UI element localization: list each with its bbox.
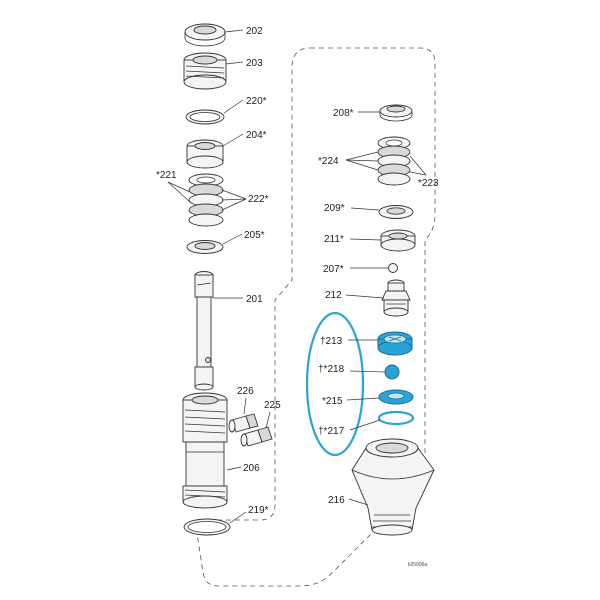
label-222: 222* (248, 194, 269, 205)
part-220-oring (185, 109, 225, 125)
label-212: 212 (325, 290, 342, 301)
part-201-piston-rod (194, 271, 214, 391)
label-203: 203 (246, 58, 263, 69)
part-212-valve (381, 279, 411, 317)
label-226: 226 (237, 386, 254, 397)
label-213: †213 (320, 336, 343, 347)
label-205: 205* (244, 230, 265, 241)
part-213-seat (377, 331, 413, 356)
part-211-bushing (380, 229, 416, 252)
label-216: 216 (328, 495, 345, 506)
label-217: †*217 (318, 426, 345, 437)
label-208: 208* (333, 108, 354, 119)
part-226-fitting (228, 413, 259, 433)
label-206: 206 (243, 463, 260, 474)
label-204: 204* (246, 130, 267, 141)
label-207: 207* (323, 264, 344, 275)
part-204-bushing (186, 139, 224, 169)
part-223-224-packing-stack (377, 136, 411, 186)
part-208-ring (379, 104, 413, 122)
part-205-washer (186, 240, 224, 254)
label-224: *224 (318, 156, 339, 167)
label-215: *215 (322, 396, 343, 407)
label-220: 220* (246, 96, 267, 107)
kit-highlight-oval (305, 311, 365, 457)
part-206-cylinder (182, 392, 228, 509)
label-218: †*218 (318, 364, 345, 375)
part-217-oring (377, 410, 415, 426)
label-219: 219* (248, 505, 269, 516)
label-202: 202 (246, 26, 263, 37)
part-203-nut (183, 52, 227, 90)
part-209-washer (378, 205, 414, 219)
label-209: 209* (324, 203, 345, 214)
label-223: *223 (418, 178, 439, 189)
part-225-fitting (240, 426, 273, 447)
part-219-oring (183, 518, 231, 536)
part-218-ball (384, 364, 400, 380)
part-207-ball (388, 263, 398, 273)
label-211: 211* (324, 234, 344, 245)
label-225: 225 (264, 400, 281, 411)
part-215-washer (378, 389, 414, 405)
reference-number: ti25996a (408, 562, 427, 568)
label-221: *221 (156, 170, 177, 181)
part-221-222-packing-stack (188, 173, 224, 227)
dashed-group-outline (197, 47, 436, 587)
part-202-ring (184, 23, 226, 47)
part-216-housing (351, 438, 435, 536)
label-201: 201 (246, 294, 263, 305)
